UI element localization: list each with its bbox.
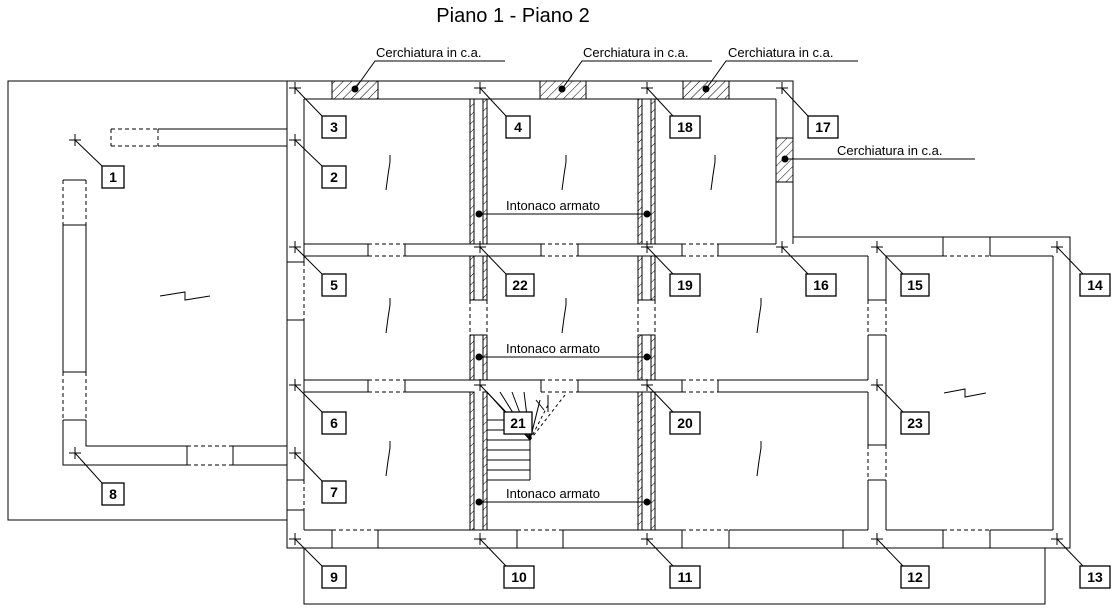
- node-labels: 1 2 3 4 18 17 5 22 19 16 15 14 6 21 20 2…: [109, 119, 1103, 585]
- node-label-4: 4: [514, 119, 522, 135]
- node-label-19: 19: [677, 277, 693, 293]
- node-label-3: 3: [330, 119, 338, 135]
- node-label-7: 7: [330, 484, 338, 500]
- span-arrows: [159, 155, 987, 477]
- node-label-11: 11: [678, 569, 693, 585]
- cerchiatura-label-1: Cerchiatura in c.a.: [376, 45, 482, 60]
- node-label-15: 15: [907, 277, 923, 293]
- node-leaders: [74, 87, 1084, 567]
- node-label-18: 18: [677, 119, 693, 135]
- node-label-6: 6: [330, 415, 338, 431]
- intonaco-label-1: Intonaco armato: [506, 198, 600, 213]
- intonaco-label-3: Intonaco armato: [506, 486, 600, 501]
- node-label-12: 12: [907, 569, 923, 585]
- leader-dots: [351, 85, 789, 506]
- node-label-21: 21: [510, 415, 526, 431]
- node-label-8: 8: [109, 486, 117, 502]
- node-label-1: 1: [109, 169, 117, 185]
- cerchiatura-label-3: Cerchiatura in c.a.: [728, 45, 834, 60]
- leader-lines: [354, 60, 975, 503]
- node-label-2: 2: [330, 169, 338, 185]
- node-label-14: 14: [1087, 277, 1103, 293]
- node-label-17: 17: [815, 119, 831, 135]
- staircase: [486, 391, 566, 481]
- intonaco-armato-strips: [469, 98, 656, 531]
- node-label-5: 5: [330, 277, 338, 293]
- cerchiatura-label-2: Cerchiatura in c.a.: [583, 45, 689, 60]
- diagram-title: Piano 1 - Piano 2: [436, 5, 589, 27]
- node-label-13: 13: [1087, 569, 1103, 585]
- node-label-10: 10: [511, 569, 527, 585]
- node-label-22: 22: [512, 277, 528, 293]
- node-label-9: 9: [330, 569, 338, 585]
- intonaco-label-2: Intonaco armato: [506, 341, 600, 356]
- node-label-20: 20: [677, 415, 693, 431]
- node-label-16: 16: [813, 277, 829, 293]
- cerchiatura-label-4: Cerchiatura in c.a.: [837, 143, 943, 158]
- cerchiatura-blocks: [331, 80, 794, 183]
- node-label-23: 23: [907, 415, 923, 431]
- node-boxes: [101, 115, 1111, 589]
